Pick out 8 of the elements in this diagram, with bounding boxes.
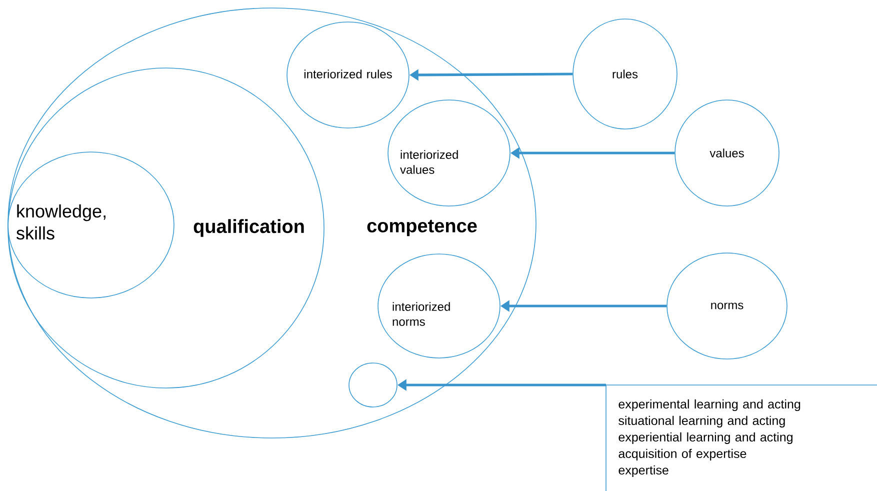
- empty-circle: [348, 362, 398, 408]
- circle-node: rules: [572, 18, 678, 130]
- circle-node: interiorized values: [388, 100, 510, 206]
- circle-node: interiorized norms: [378, 254, 500, 358]
- circle-node: interiorized rules: [286, 22, 410, 128]
- circle-node: norms: [666, 252, 788, 360]
- text-panel: experimental learning and acting situational learning and acting experiential learning and acting acquisition of expertise expertise: [606, 384, 877, 491]
- circle-node: values: [674, 100, 780, 206]
